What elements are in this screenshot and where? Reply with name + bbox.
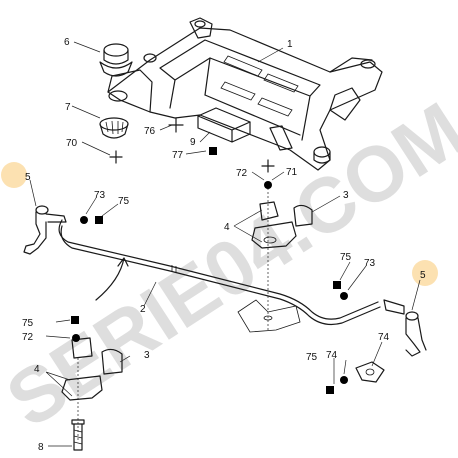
link-rod-left [23, 205, 67, 255]
callout-3-upper: 3 [343, 190, 349, 201]
callout-73-right: 73 [364, 258, 376, 269]
bracket-block [197, 107, 251, 143]
callout-76: 76 [144, 126, 156, 137]
callout-71: 71 [286, 167, 298, 178]
washer-symbol [71, 316, 79, 324]
callout-75-upper: 75 [118, 196, 130, 207]
callout-9: 9 [190, 137, 196, 148]
callout-77: 77 [172, 150, 184, 161]
callout-8: 8 [38, 442, 44, 453]
nut-symbol [80, 216, 88, 224]
callout-2: 2 [140, 304, 146, 315]
callout-72-upper: 72 [236, 168, 248, 179]
washer-symbol [333, 281, 341, 289]
callout-highlight-right [412, 260, 438, 286]
washer-symbol [95, 216, 103, 224]
bolt-symbol [109, 150, 123, 164]
clamp-upper [251, 184, 313, 330]
callout-73-upper: 73 [94, 190, 106, 201]
washer-symbol [209, 147, 217, 155]
callout-7: 7 [65, 102, 71, 113]
callout-75-bottom: 75 [306, 352, 318, 363]
clamp-lower [61, 337, 123, 440]
callout-highlight-left [1, 162, 27, 188]
nut-symbol [340, 376, 348, 384]
callout-6: 6 [64, 37, 70, 48]
link-rod-right [383, 299, 427, 357]
arrow-indicator [95, 257, 129, 301]
callout-4-lower: 4 [34, 364, 40, 375]
callout-3-lower: 3 [144, 350, 150, 361]
callout-5-left: 5 [25, 172, 31, 183]
washer-symbol [326, 386, 334, 394]
callout-74-right: 74 [378, 332, 390, 343]
callout-4-upper: 4 [224, 222, 230, 233]
stabilizer-bar [58, 219, 381, 326]
callout-72-lower: 72 [22, 332, 34, 343]
nut-symbol [340, 292, 348, 300]
callout-1: 1 [287, 39, 293, 50]
retainer-clip [355, 361, 385, 383]
subframe-crossmember [107, 17, 383, 171]
callout-75-lower: 75 [22, 318, 34, 329]
bolt-symbol [261, 159, 275, 173]
mount-bushing [99, 43, 133, 77]
nut-symbol [72, 334, 80, 342]
callout-5-right: 5 [420, 270, 426, 281]
leader-lines [29, 41, 421, 447]
callout-75-right: 75 [340, 252, 352, 263]
callout-74-bottom: 74 [326, 350, 338, 361]
lower-bushing [99, 117, 129, 139]
bolt [71, 419, 85, 451]
nut-symbol [264, 181, 272, 189]
callout-70: 70 [66, 138, 78, 149]
